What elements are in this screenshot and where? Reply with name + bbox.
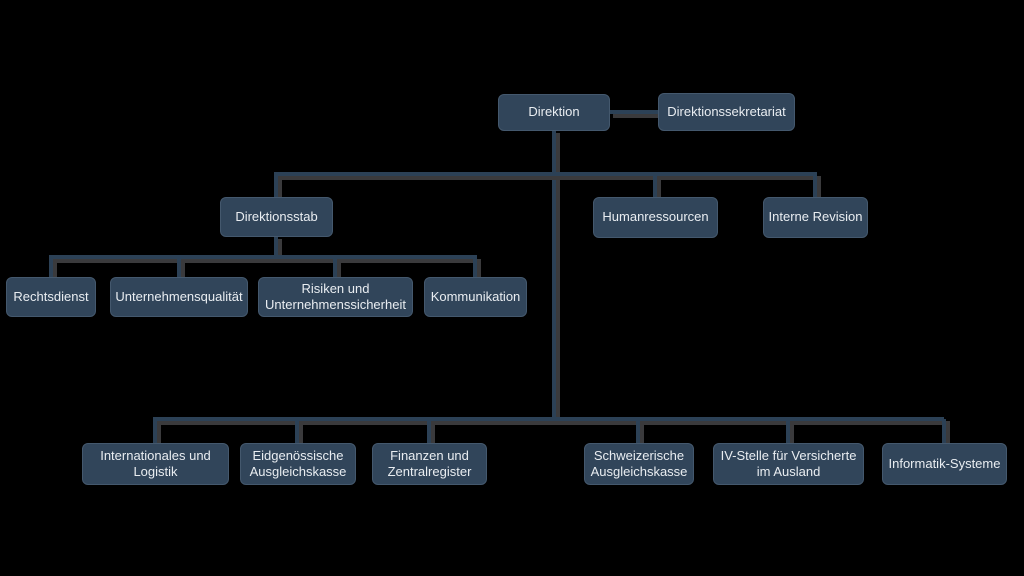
org-node-schweizerische-ausgleichskasse: Schweizerische Ausgleichskasse	[583, 443, 697, 489]
org-node-humanressourcen: Humanressourcen	[592, 197, 721, 242]
org-node-eidgenoessische-ausgleichskasse: Eidgenössische Ausgleichskasse	[239, 443, 359, 489]
connector-drop-schweizerische	[636, 419, 640, 443]
connector-drop-iv-stelle	[786, 419, 790, 443]
org-node-finanzen-zentralregister: Finanzen und Zentralregister	[371, 443, 490, 489]
connector-direktionsstab-down	[274, 237, 278, 257]
org-node-direktionssekretariat: Direktionssekretariat	[657, 93, 798, 135]
connector-level2-bus	[274, 172, 817, 176]
connector-direktion-sekretariat	[610, 110, 658, 114]
org-node-direktionsstab: Direktionsstab	[219, 197, 336, 241]
connector-drop-rechtsdienst	[49, 257, 53, 277]
connector-drop-finanzen	[427, 419, 431, 443]
connector-drop-interne-revision	[813, 174, 817, 197]
org-node-iv-stelle-ausland: IV-Stelle für Versicherte im Ausland	[712, 443, 867, 489]
connector-drop-direktionsstab	[274, 174, 278, 197]
org-node-kommunikation: Kommunikation	[423, 277, 530, 321]
connector-center-vertical	[552, 131, 556, 421]
org-node-informatik-systeme: Informatik-Systeme	[881, 443, 1010, 489]
connector-drop-unternehmensqualitaet	[177, 257, 181, 277]
connector-level4-bus	[153, 417, 944, 421]
connector-drop-informatik	[942, 419, 946, 443]
org-node-unternehmensqualitaet: Unternehmensqualität	[109, 277, 251, 321]
org-node-risiken-unternehmenssicherheit: Risiken und Unternehmenssicherheit	[257, 277, 416, 321]
org-node-internationales-logistik: Internationales und Logistik	[81, 443, 232, 489]
connector-drop-risiken	[333, 257, 337, 277]
org-node-rechtsdienst: Rechtsdienst	[5, 277, 99, 321]
connector-drop-kommunikation	[473, 257, 477, 277]
connector-drop-internationales	[153, 419, 157, 443]
org-node-interne-revision: Interne Revision	[762, 197, 871, 242]
org-node-direktion: Direktion	[497, 94, 613, 135]
connector-level3-bus	[49, 255, 477, 259]
connector-drop-eidgenoessische	[295, 419, 299, 443]
connector-drop-humanressourcen	[653, 174, 657, 197]
